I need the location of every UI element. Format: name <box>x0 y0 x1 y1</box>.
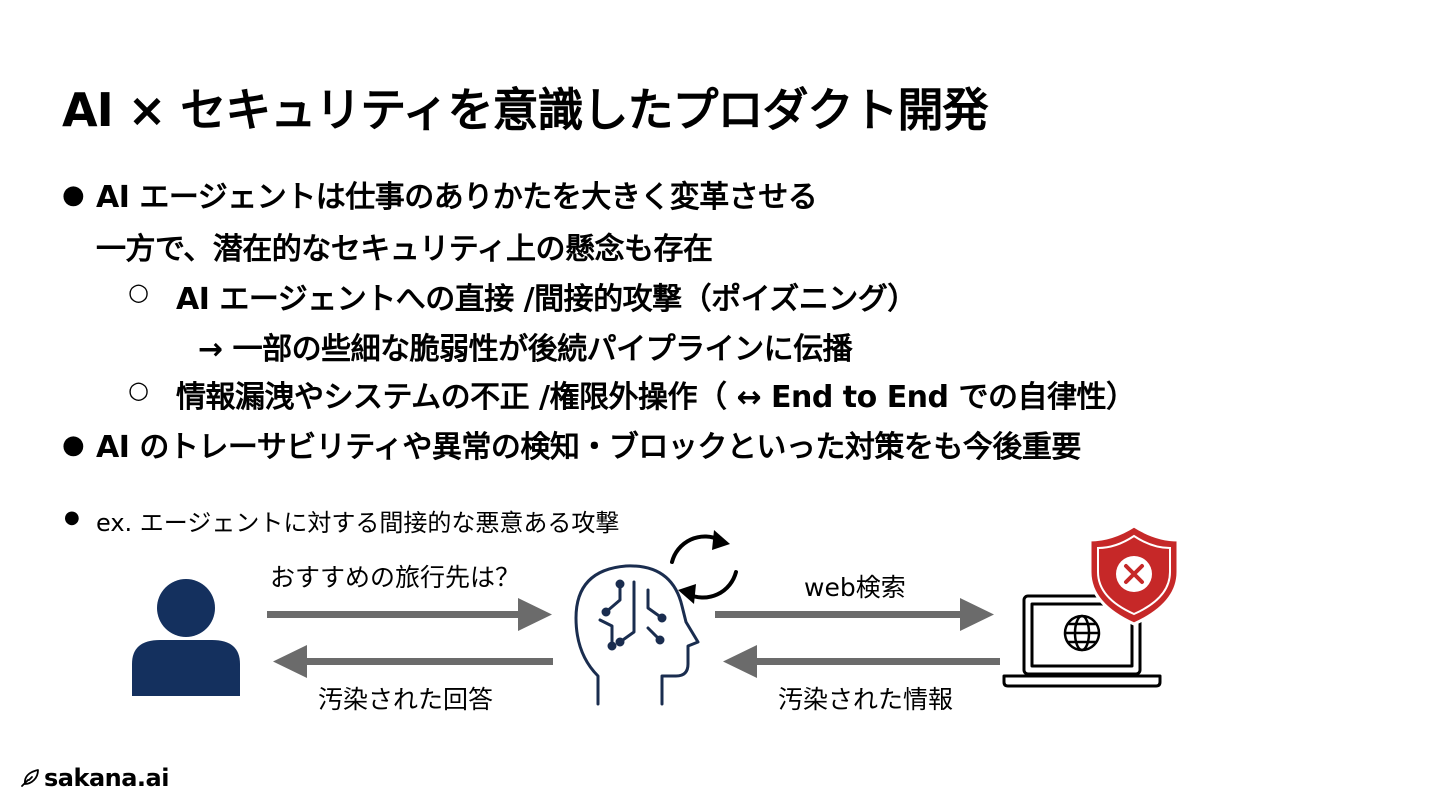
info-label: 汚染された情報 <box>778 685 954 714</box>
bullet-1-line-1: AI エージェントは仕事のありかたを大きく変革させる <box>96 180 818 215</box>
laptop-icon <box>1002 594 1162 688</box>
sakana-logo: sakana.ai <box>20 764 169 792</box>
query-label: おすすめの旅行先は？ <box>270 563 521 592</box>
arrow-poisoned-info <box>723 645 1000 678</box>
security-shield-icon <box>1088 524 1180 626</box>
logo-text: sakana.ai <box>44 764 169 792</box>
arrow-query <box>267 598 552 631</box>
bullet-marker: ● <box>62 430 85 460</box>
sub-bullet-marker: ○ <box>128 376 149 404</box>
bullet-marker: ● <box>62 180 85 210</box>
search-label: web検索 <box>804 573 906 602</box>
bullet-2: AI のトレーサビリティや異常の検知・ブロックといった対策をも今後重要 <box>96 430 1081 465</box>
sub-bullet-1-note: → 一部の些細な脆弱性が後続パイプラインに伝播 <box>198 332 853 367</box>
slide-title: AI × セキュリティを意識したプロダクト開発 <box>62 83 989 137</box>
example-caption: ex. エージェントに対する間接的な悪意ある攻撃 <box>96 509 620 537</box>
example-bullet-marker: ● <box>64 507 80 528</box>
refresh-cycle-icon <box>670 530 738 604</box>
arrow-web-search <box>715 598 994 631</box>
globe-icon <box>1063 614 1101 652</box>
sub-bullet-2: 情報漏洩やシステムの不正 /権限外操作（ ↔ End to End での自律性） <box>176 380 1136 415</box>
sub-bullet-marker: ○ <box>128 278 149 306</box>
bullet-1-line-2: 一方で、潜在的なセキュリティ上の懸念も存在 <box>96 232 713 267</box>
ai-brain-head-icon <box>574 564 700 706</box>
fish-icon <box>20 764 40 792</box>
arrow-answer <box>273 645 553 678</box>
sub-bullet-1: AI エージェントへの直接 /間接的攻撃（ポイズニング） <box>176 282 917 317</box>
user-icon <box>132 579 240 696</box>
answer-label: 汚染された回答 <box>318 685 494 714</box>
